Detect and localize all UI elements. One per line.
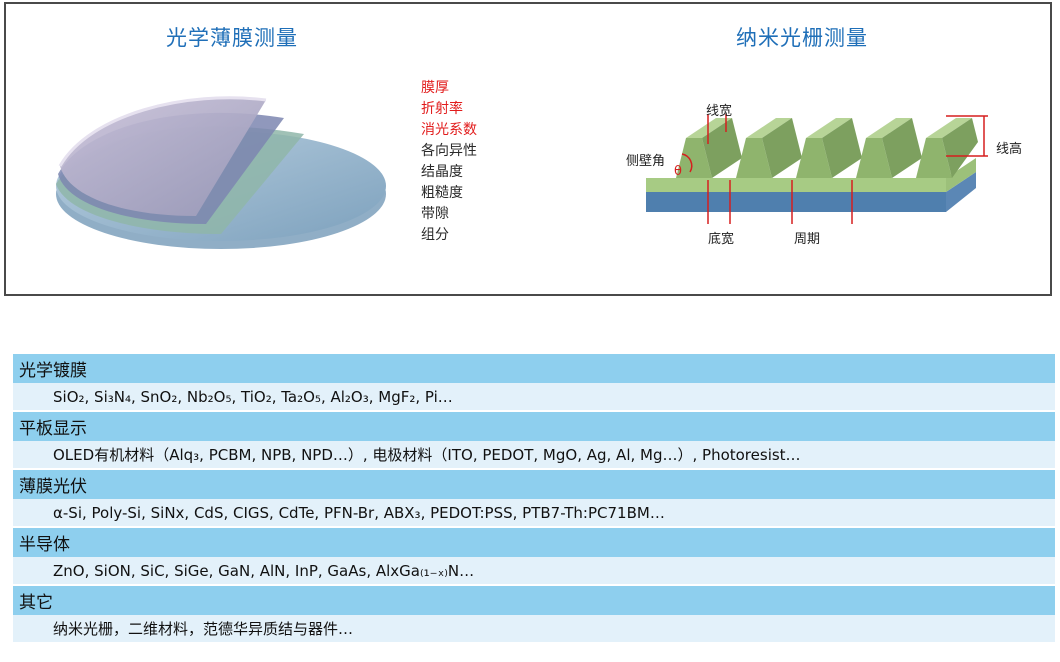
materials-row-optical-coating: SiO₂, Si₃N₄, SnO₂, Nb₂O₅, TiO₂, Ta₂O₅, A… bbox=[13, 383, 1055, 410]
film-layers-illustration bbox=[56, 96, 386, 249]
grating-illustration bbox=[646, 114, 988, 224]
grating-substrate-front bbox=[646, 192, 946, 212]
property-thickness: 膜厚 bbox=[421, 80, 449, 96]
film-layer-edge-highlight bbox=[58, 96, 267, 167]
materials-row-flat-panel: OLED有机材料（Alq₃, PCBM, NPB, NPD…）, 电极材料（IT… bbox=[13, 441, 1055, 468]
grating-label-line-height: 线高 bbox=[996, 142, 1023, 157]
grating-ridges bbox=[676, 118, 978, 178]
grating-layer-front bbox=[646, 178, 946, 192]
property-extinction-coefficient: 消光系数 bbox=[421, 122, 477, 138]
property-composition: 组分 bbox=[421, 227, 449, 243]
grating-section-title: 纳米光栅测量 bbox=[736, 26, 868, 50]
category-row-flat-panel: 平板显示 bbox=[13, 412, 1055, 441]
film-layer-top bbox=[60, 97, 266, 216]
materials-row-other: 纳米光栅，二维材料，范德华异质结与器件… bbox=[13, 615, 1055, 642]
grating-label-line-width: 线宽 bbox=[706, 104, 733, 119]
materials-row-semiconductor: ZnO, SiON, SiC, SiGe, GaN, AlN, InP, GaA… bbox=[13, 557, 1055, 584]
property-refractive-index: 折射率 bbox=[421, 101, 463, 117]
category-row-thin-film-pv: 薄膜光伏 bbox=[13, 470, 1055, 499]
measurement-panel: 光学薄膜测量 膜厚 折射率 消光系数 各向异性 结晶度 粗糙度 带隙 组分 bbox=[4, 2, 1052, 296]
property-crystallinity: 结晶度 bbox=[421, 164, 463, 180]
grating-label-theta: θ bbox=[674, 164, 682, 179]
category-row-optical-coating: 光学镀膜 bbox=[13, 354, 1055, 383]
film-properties-list: 膜厚 折射率 消光系数 各向异性 结晶度 粗糙度 带隙 组分 bbox=[421, 78, 477, 246]
property-roughness: 粗糙度 bbox=[421, 185, 463, 201]
grating-label-bottom-width: 底宽 bbox=[708, 232, 735, 247]
film-section-title: 光学薄膜测量 bbox=[166, 26, 298, 50]
category-row-semiconductor: 半导体 bbox=[13, 528, 1055, 557]
category-row-other: 其它 bbox=[13, 586, 1055, 615]
property-anisotropy: 各向异性 bbox=[421, 143, 477, 159]
grating-label-period: 周期 bbox=[794, 232, 821, 247]
materials-table: 光学镀膜 SiO₂, Si₃N₄, SnO₂, Nb₂O₅, TiO₂, Ta₂… bbox=[13, 354, 1055, 642]
property-bandgap: 带隙 bbox=[421, 206, 449, 222]
grating-dimension-lines bbox=[681, 114, 988, 224]
grating-label-sidewall-angle: 侧壁角 bbox=[626, 154, 666, 169]
materials-row-thin-film-pv: α-Si, Poly-Si, SiNx, CdS, CIGS, CdTe, PF… bbox=[13, 499, 1055, 526]
